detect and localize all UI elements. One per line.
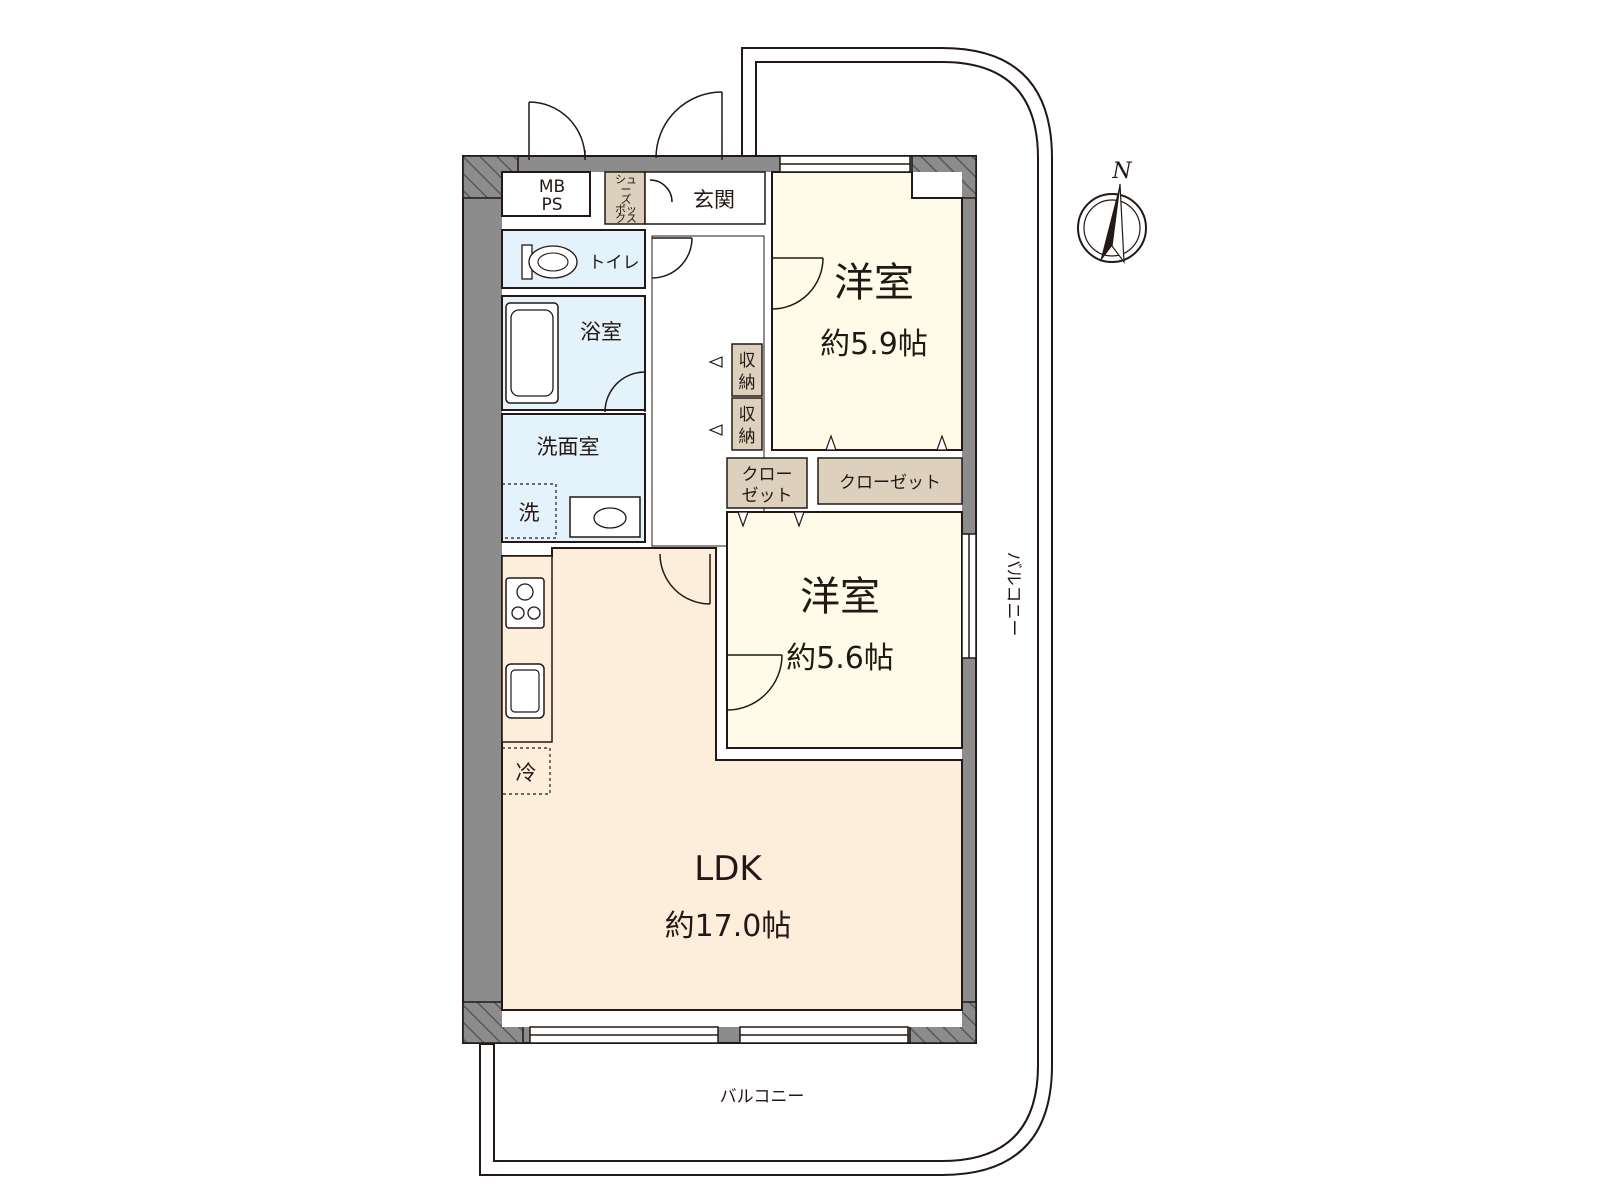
kitchen-sink-icon: [505, 663, 545, 719]
windows: [529, 155, 977, 1044]
western-room-1-name: 洋室: [834, 260, 914, 306]
storage-1-label-top: 収: [739, 351, 756, 371]
storage-1-label-bottom: 納: [739, 373, 756, 393]
closet-small-label-bottom: ゼット: [742, 486, 793, 506]
closet-door-marks: [708, 356, 948, 528]
western-room-2-area: 約5.6帖: [786, 641, 894, 676]
toilet-icon: [521, 244, 578, 280]
shoebox-label-2: ー: [621, 183, 632, 196]
ldk-name: LDK: [694, 849, 763, 889]
western-room-2: [726, 511, 963, 749]
door-swings: [528, 91, 824, 711]
ldk-area: 約17.0帖: [665, 909, 792, 944]
closet-small: [726, 457, 808, 509]
balcony-right-label: バルコニー: [1003, 552, 1023, 637]
western-room-1-area: 約5.9帖: [820, 327, 928, 362]
western-room-1: [771, 171, 963, 451]
bathtub-icon: [505, 302, 559, 404]
compass-icon: [1077, 183, 1147, 264]
storage-2: [731, 397, 763, 451]
shoebox-label-1: シュ: [615, 173, 637, 186]
entrance-label: 玄関: [693, 188, 735, 212]
shoebox-label-4: ボッ: [615, 203, 637, 216]
washroom-label: 洗面室: [537, 435, 600, 459]
balcony-bottom-label: バルコニー: [720, 1087, 805, 1107]
washbasin-icon: [569, 496, 641, 538]
fridge-label: 冷: [516, 761, 537, 785]
closet-wide: [817, 457, 963, 505]
toilet-label: トイレ: [589, 253, 640, 273]
closet-wide-label: クローゼット: [839, 473, 941, 493]
mbps-label-line2: PS: [541, 195, 562, 215]
bathroom-label: 浴室: [580, 320, 622, 344]
storage-1: [731, 343, 763, 397]
fridge-spot: [501, 747, 551, 795]
washer-spot: [501, 483, 557, 539]
shoebox-label-5: クス: [615, 212, 637, 225]
stove-icon: [505, 577, 545, 629]
storage-2-label-top: 収: [739, 405, 756, 425]
entrance-area: [644, 171, 766, 225]
closet-small-label-top: クロー: [742, 465, 793, 485]
mbps-label-line1: MB: [539, 177, 565, 197]
western-room-2-name: 洋室: [800, 574, 880, 620]
compass-label: N: [1111, 159, 1132, 184]
storage-2-label-bottom: 納: [739, 427, 756, 447]
shoebox-label-3: ズ: [621, 192, 632, 206]
mbps-box: [501, 171, 591, 217]
ldk-room: [501, 547, 963, 1011]
washer-label: 洗: [519, 501, 540, 525]
